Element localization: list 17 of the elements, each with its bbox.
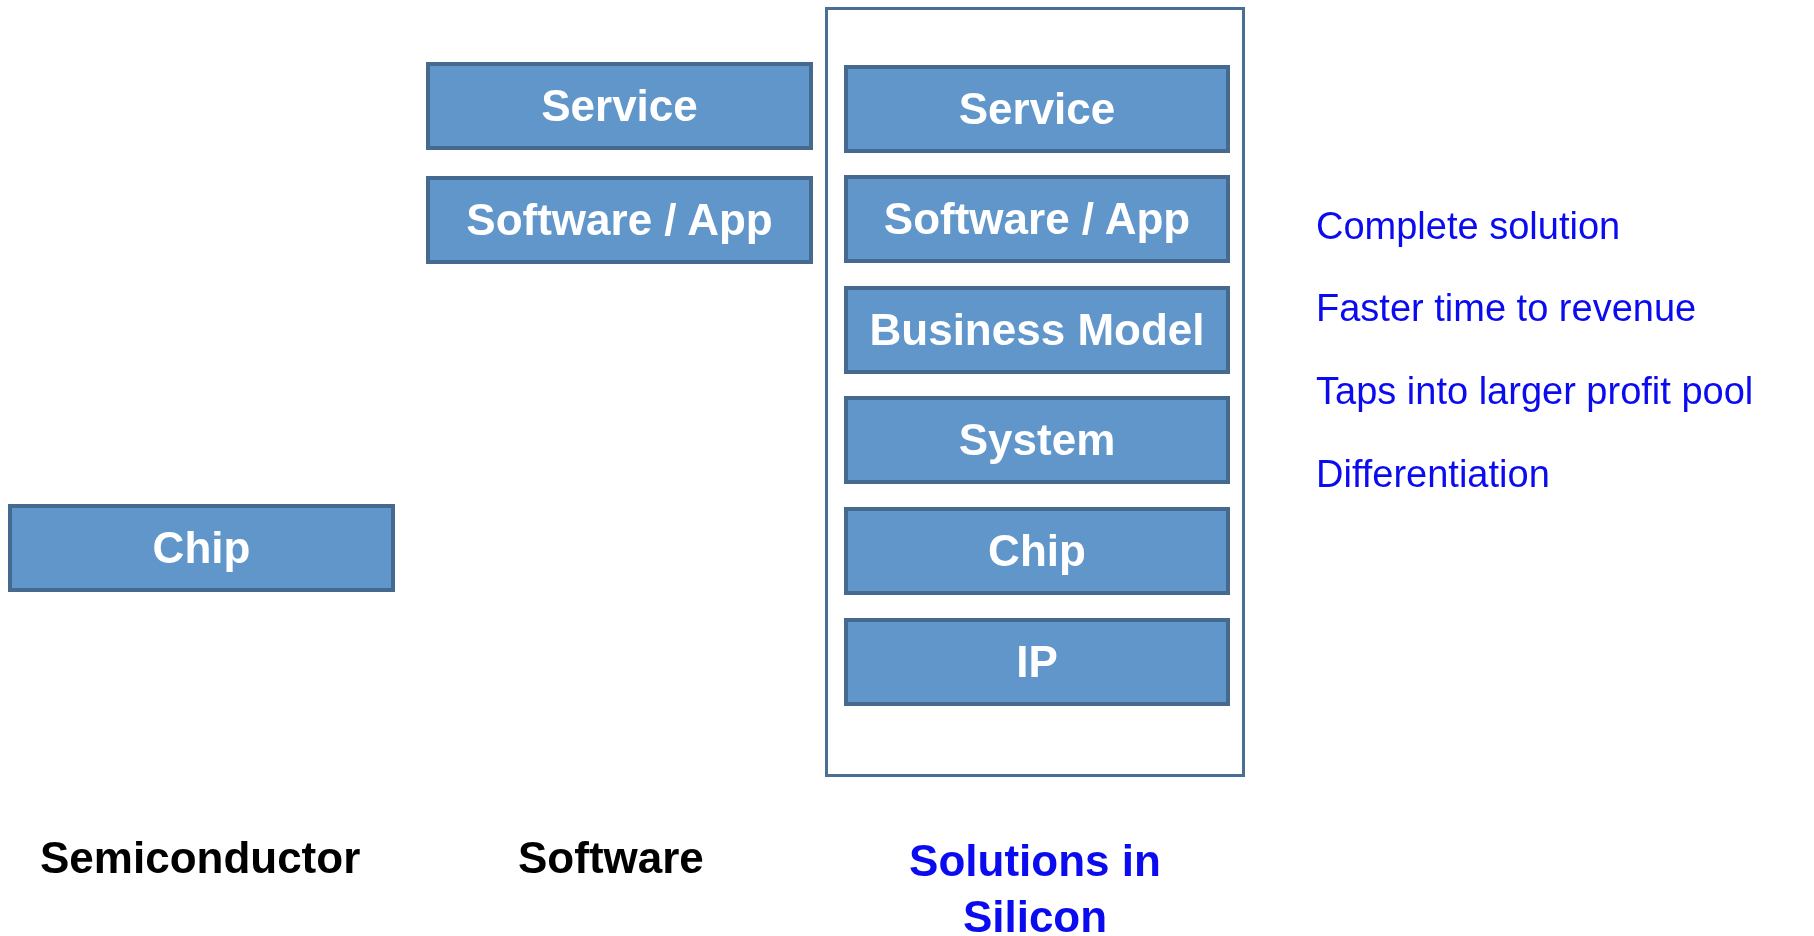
layer-box: Business Model — [844, 286, 1230, 374]
container-box — [825, 7, 1245, 777]
benefit-text: Differentiation — [1316, 453, 1550, 496]
layer-box: IP — [844, 618, 1230, 706]
layer-box: Service — [426, 62, 813, 150]
layer-box: Software / App — [426, 176, 813, 264]
layer-box: Chip — [8, 504, 395, 592]
layer-box: Chip — [844, 507, 1230, 595]
layer-box: Software / App — [844, 175, 1230, 263]
benefit-text: Complete solution — [1316, 205, 1621, 248]
layer-box: Service — [844, 65, 1230, 153]
layer-box: System — [844, 396, 1230, 484]
column-heading: Solutions in Silicon — [908, 835, 1162, 936]
column-heading: Software — [518, 833, 704, 883]
column-heading: Semiconductor — [40, 833, 361, 883]
benefit-text: Faster time to revenue — [1316, 287, 1697, 330]
benefit-text: Taps into larger profit pool — [1316, 370, 1754, 413]
